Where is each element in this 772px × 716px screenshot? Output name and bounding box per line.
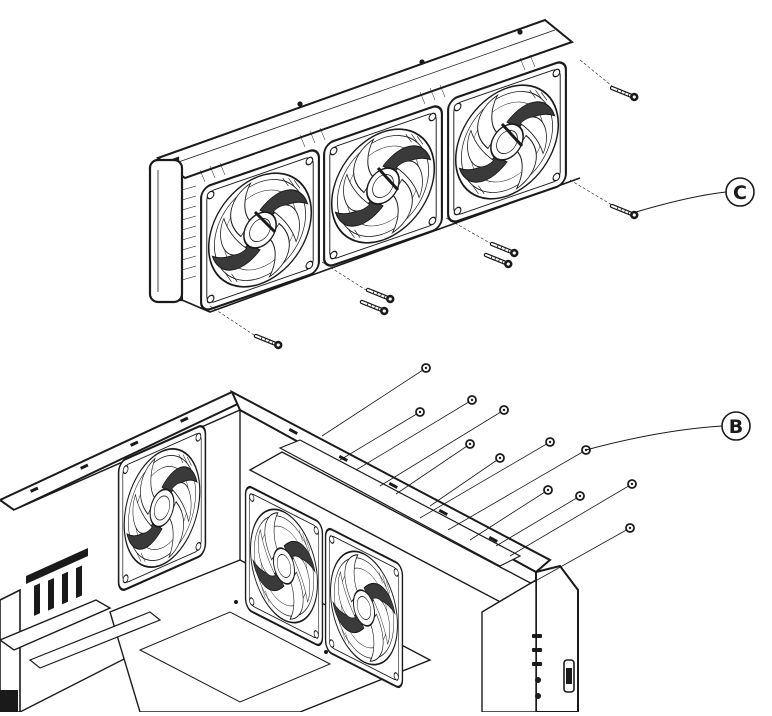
- callout-c: C: [635, 177, 755, 213]
- pc-case: [0, 389, 579, 713]
- radiator-fan-2: [322, 102, 444, 270]
- case-top-screws: [321, 363, 637, 585]
- radiator-assembly: [148, 18, 581, 314]
- radiator-fan-screws: [209, 59, 640, 350]
- callout-c-circle: [725, 177, 755, 207]
- callout-b: B: [585, 411, 751, 451]
- radiator-fan-1: [199, 146, 321, 314]
- callout-b-circle: [721, 411, 751, 441]
- callout-b-label: B: [729, 416, 743, 438]
- callout-c-label: C: [733, 182, 747, 204]
- radiator-fan-3: [446, 58, 568, 226]
